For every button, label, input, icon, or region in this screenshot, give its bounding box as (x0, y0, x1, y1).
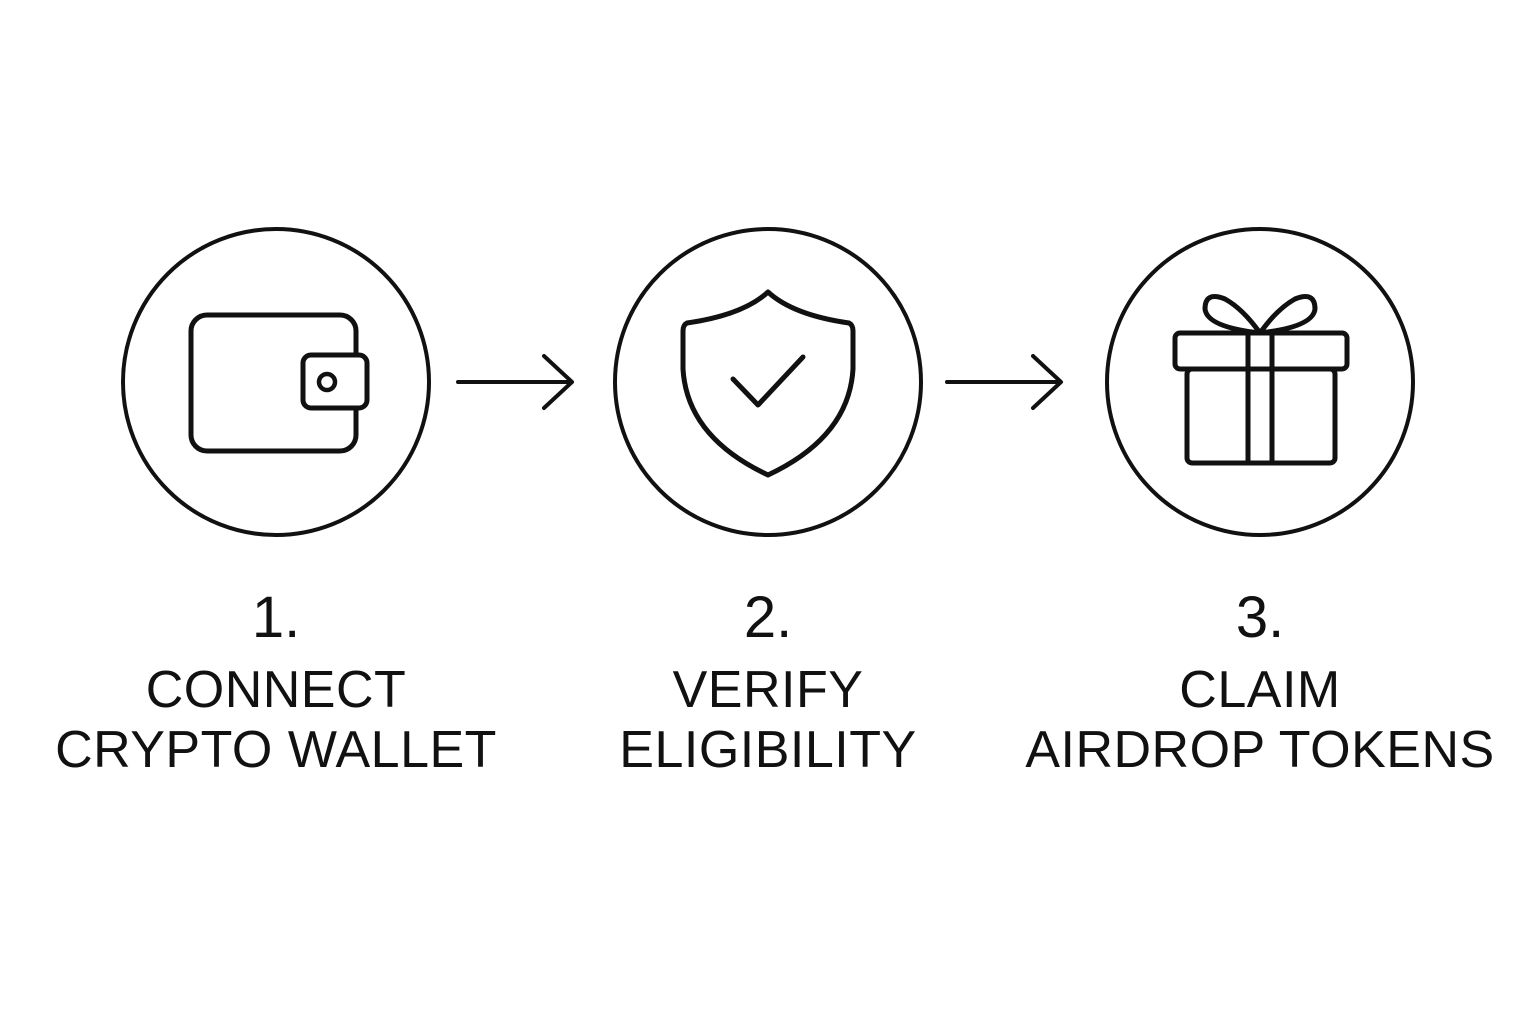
step-verify-eligibility: 2. VERIFY ELIGIBILITY (528, 0, 1008, 1024)
step-number: 1. (251, 585, 301, 650)
step-title-line-2: ELIGIBILITY (619, 721, 917, 779)
arrow-right-icon (945, 352, 1065, 412)
step-title-line-2: AIRDROP TOKENS (1025, 721, 1495, 779)
step-title-line-2: CRYPTO WALLET (55, 721, 497, 779)
step-claim-airdrop: 3. CLAIM AIRDROP TOKENS (1020, 0, 1500, 1024)
step-title-line-1: CONNECT (145, 661, 407, 719)
step-connect-wallet: 1. CONNECT CRYPTO WALLET (36, 0, 516, 1024)
step-title-line-1: VERIFY (672, 661, 864, 719)
shield-check-icon (613, 227, 923, 537)
wallet-icon (121, 227, 431, 537)
arrow-right-icon (456, 352, 576, 412)
step-number: 2. (743, 585, 793, 650)
step-title: VERIFY ELIGIBILITY (528, 660, 1008, 780)
step-title: CLAIM AIRDROP TOKENS (1020, 660, 1500, 780)
step-title: CONNECT CRYPTO WALLET (36, 660, 516, 780)
step-title-line-1: CLAIM (1179, 661, 1341, 719)
gift-icon (1105, 227, 1415, 537)
step-number: 3. (1235, 585, 1285, 650)
